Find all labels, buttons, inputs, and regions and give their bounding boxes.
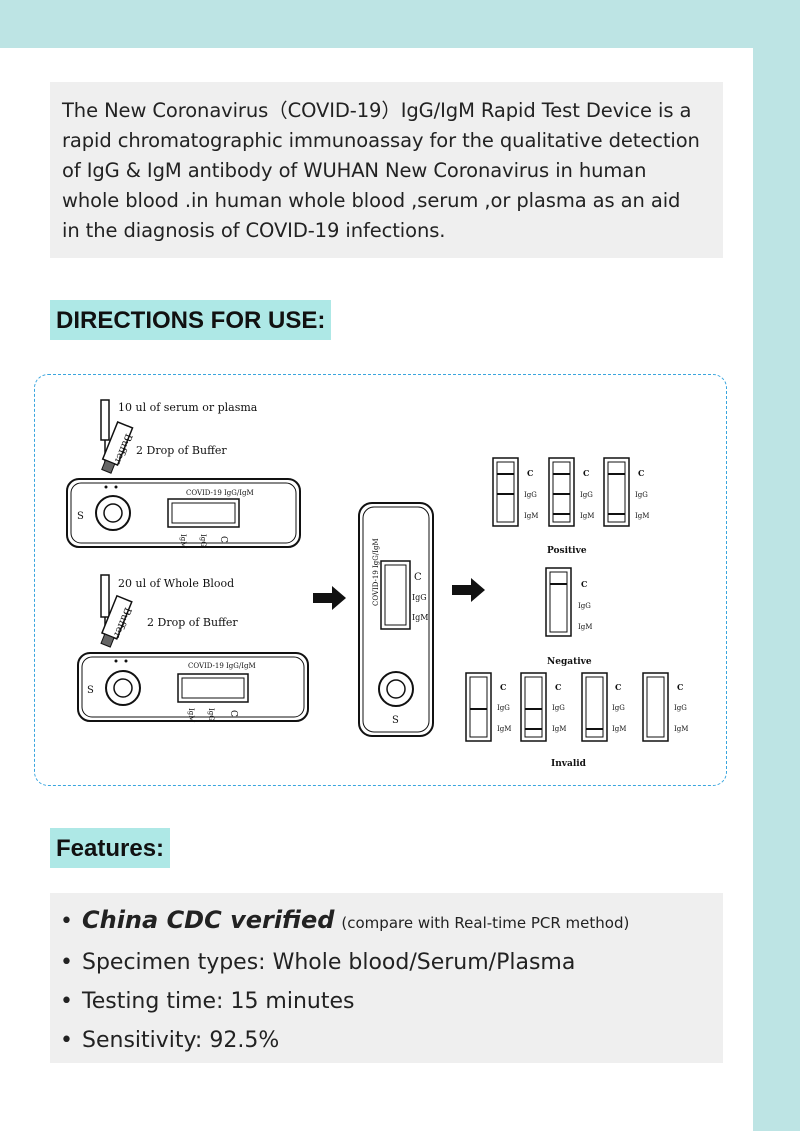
strip-igg-label: IgG <box>552 704 565 712</box>
feature-item: • Specimen types: Whole blood/Serum/Plasm… <box>60 943 713 982</box>
result-strip-invalid-3 <box>581 672 608 742</box>
strip-igm-label: IgM <box>635 512 649 520</box>
intro-line: of IgG & IgM antibody of WUHAN New Coron… <box>62 159 647 182</box>
test-cassette-horizontal <box>66 478 301 548</box>
strip-igm-label: IgM <box>497 725 511 733</box>
cassette-c-label: C <box>228 710 238 717</box>
strip-igg-label: IgG <box>497 704 510 712</box>
strip-igm-label: IgM <box>578 623 592 631</box>
sample-well-label: S <box>392 715 399 726</box>
test-cassette-horizontal <box>77 652 309 722</box>
strip-igm-label: IgM <box>524 512 538 520</box>
result-strip-positive-2 <box>548 457 575 527</box>
step2-buffer-label: 2 Drop of Buffer <box>147 616 238 629</box>
bullet-icon: • <box>60 1028 73 1053</box>
sample-well-label: S <box>87 685 94 696</box>
strip-c-label: C <box>581 579 587 589</box>
strip-igm-label: IgM <box>612 725 626 733</box>
arrow-right-icon <box>313 586 346 610</box>
strip-igm-label: IgM <box>580 512 594 520</box>
feature-text: Specimen types: Whole blood/Serum/Plasma <box>82 950 576 975</box>
cassette-igg-label: IgG <box>412 593 427 602</box>
cassette-igm-label: IgM <box>179 534 187 548</box>
strip-c-label: C <box>615 682 621 692</box>
features-heading: Features: <box>50 828 171 868</box>
result-strip-negative <box>545 567 572 637</box>
step1-buffer-label: 2 Drop of Buffer <box>136 444 227 457</box>
right-decorative-band <box>753 0 800 1131</box>
intro-line: whole blood .in human whole blood ,serum… <box>62 189 681 212</box>
cassette-igg-label: IgG <box>207 708 215 721</box>
strip-c-label: C <box>555 682 561 692</box>
result-strip-invalid-1 <box>465 672 492 742</box>
feature-note: (compare with Real-time PCR method) <box>341 914 630 932</box>
top-decorative-band <box>0 0 800 48</box>
strip-igm-label: IgM <box>552 725 566 733</box>
cassette-igm-label: IgM <box>187 708 195 722</box>
cassette-label: COVID-19 IgG/IgM <box>372 538 380 606</box>
cassette-label: COVID-19 IgG/IgM <box>186 489 254 497</box>
feature-text: Sensitivity: 92.5% <box>82 1028 280 1053</box>
strip-igg-label: IgG <box>674 704 687 712</box>
buffer-bottle-icon: Buffer <box>101 420 134 474</box>
intro-line: rapid chromatographic immunoassay for th… <box>62 129 700 152</box>
feature-highlight: China CDC verified <box>82 906 335 934</box>
strip-c-label: C <box>500 682 506 692</box>
negative-label: Negative <box>547 657 592 667</box>
features-list: • China CDC verified (compare with Real-t… <box>50 893 723 1063</box>
result-strip-invalid-4 <box>642 672 669 742</box>
cassette-c-label: C <box>218 536 228 543</box>
strip-igm-label: IgM <box>674 725 688 733</box>
intro-text-box: The New Coronavirus（COVID-19）IgG/IgM Rap… <box>50 82 723 258</box>
cassette-c-label: C <box>414 572 422 583</box>
feature-item: • Testing time: 15 minutes <box>60 982 713 1021</box>
strip-igg-label: IgG <box>612 704 625 712</box>
feature-item: • China CDC verified (compare with Real-t… <box>60 901 713 943</box>
arrow-right-icon <box>452 578 485 602</box>
bullet-icon: • <box>60 989 73 1014</box>
result-strip-positive-3 <box>603 457 630 527</box>
invalid-label: Invalid <box>551 759 587 769</box>
strip-igg-label: IgG <box>578 602 591 610</box>
result-strip-positive-1 <box>492 457 519 527</box>
cassette-label: COVID-19 IgG/IgM <box>188 662 256 670</box>
directions-diagram-frame <box>34 374 727 786</box>
strip-igg-label: IgG <box>635 491 648 499</box>
cassette-igg-label: IgG <box>199 534 207 547</box>
intro-line: The New Coronavirus（COVID-19）IgG/IgM Rap… <box>62 99 692 122</box>
cassette-igm-label: IgM <box>412 613 428 622</box>
strip-igg-label: IgG <box>524 491 537 499</box>
bullet-icon: • <box>60 909 73 934</box>
feature-text: Testing time: 15 minutes <box>82 989 355 1014</box>
intro-line: in the diagnosis of COVID-19 infections. <box>62 219 446 242</box>
strip-igg-label: IgG <box>580 491 593 499</box>
strip-c-label: C <box>583 468 589 478</box>
positive-label: Positive <box>547 546 587 556</box>
strip-c-label: C <box>527 468 533 478</box>
step1-sample-label: 10 ul of serum or plasma <box>118 401 258 414</box>
bullet-icon: • <box>60 950 73 975</box>
step2-sample-label: 20 ul of Whole Blood <box>118 577 234 590</box>
directions-heading: DIRECTIONS FOR USE: <box>50 300 332 340</box>
strip-c-label: C <box>677 682 683 692</box>
test-cassette-vertical <box>358 502 434 737</box>
result-strip-invalid-2 <box>520 672 547 742</box>
strip-c-label: C <box>638 468 644 478</box>
sample-well-label: S <box>77 511 84 522</box>
feature-item: • Sensitivity: 92.5% <box>60 1021 713 1060</box>
